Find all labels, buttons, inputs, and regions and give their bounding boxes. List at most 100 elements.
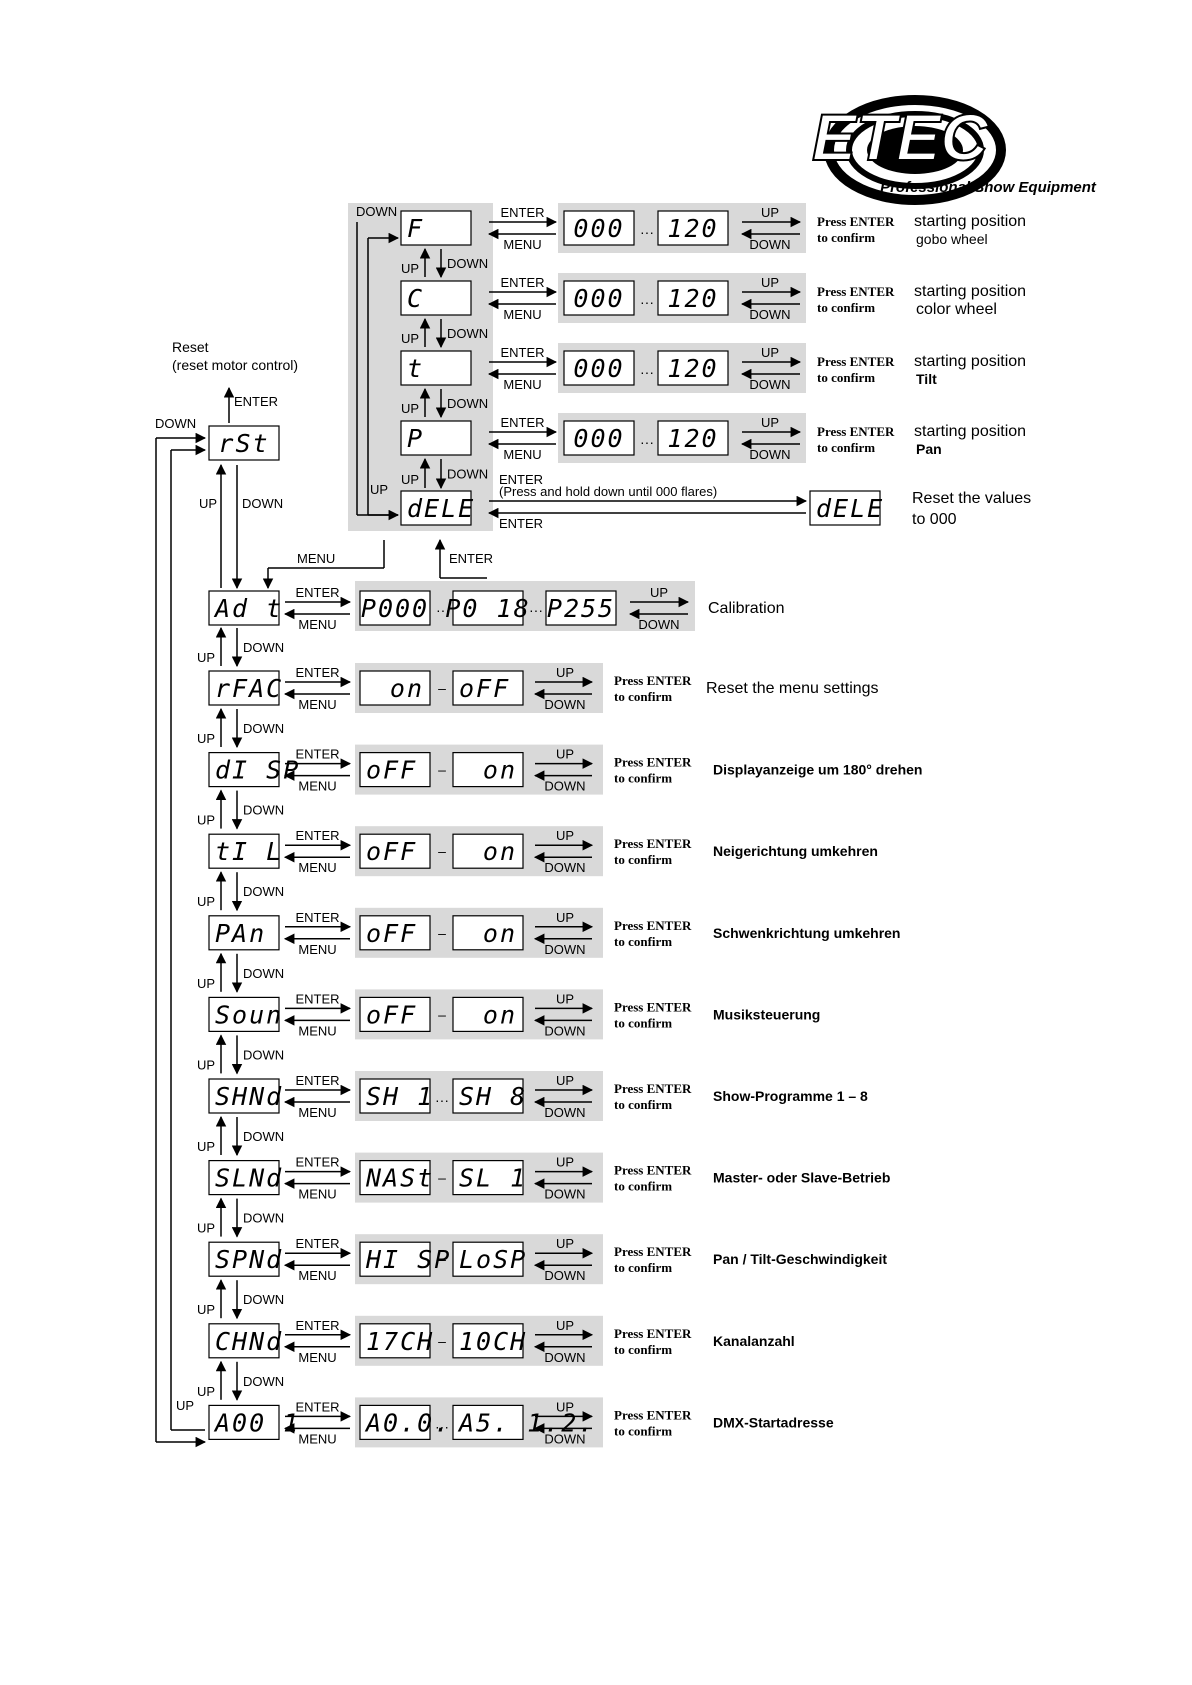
down-label: DOWN — [638, 617, 679, 632]
confirm-line1: Press ENTER — [614, 836, 692, 851]
value-min-text: 000 — [573, 354, 624, 383]
option-separator: – — [438, 1251, 446, 1267]
option-1-text: on — [390, 674, 424, 703]
menu-label: MENU — [298, 779, 336, 794]
up-label: UP — [556, 1073, 574, 1088]
down-label: DOWN — [544, 860, 585, 875]
value-max — [657, 350, 729, 386]
adt-value-2 — [452, 590, 524, 626]
option-separator: – — [438, 1006, 446, 1022]
confirm-line1: Press ENTER — [614, 755, 692, 770]
confirm-line1: Press ENTER — [614, 1163, 692, 1178]
confirm-line1: Press ENTER — [817, 424, 895, 439]
logo-tagline: Professional Show Equipment — [880, 179, 1097, 196]
option-2-text: on — [483, 1000, 517, 1029]
up-label: UP — [556, 665, 574, 680]
value-min — [563, 420, 635, 456]
value-max-text: 120 — [667, 284, 718, 313]
menu-updown-up-label: UP — [197, 1302, 215, 1317]
confirm-line2: to confirm — [614, 852, 672, 867]
menu-description: Neigerichtung umkehren — [713, 843, 878, 859]
menu-description: Schwenkrichtung umkehren — [713, 925, 900, 941]
value-max — [657, 210, 729, 246]
menu-label: MENU — [298, 1431, 336, 1446]
down-label: DOWN — [749, 447, 790, 462]
menu-label: MENU — [298, 1187, 336, 1202]
enter-label: ENTER — [295, 665, 339, 680]
description-line2: gobo wheel — [916, 231, 988, 247]
option-1 — [359, 1078, 431, 1114]
confirm-line2: to confirm — [817, 370, 875, 385]
option-2-text: on — [483, 919, 517, 948]
value-max — [657, 280, 729, 316]
up-label: UP — [761, 415, 779, 430]
menu-updown-down-label: DOWN — [243, 721, 284, 736]
rst-display-text: rSt — [218, 429, 269, 458]
option-1 — [359, 751, 431, 788]
confirm-line2: to confirm — [614, 1097, 672, 1112]
menu-updown-up-label: UP — [197, 1384, 215, 1399]
menu-display-text: SHNd — [215, 1082, 283, 1111]
up-label: UP — [761, 275, 779, 290]
menu-display-text: A00 1 — [213, 1408, 300, 1437]
enter-label: ENTER — [500, 415, 544, 430]
menu-display — [208, 1241, 280, 1277]
adt-value-1-text: P000 — [361, 594, 429, 623]
option-1-text: HI SP — [365, 1245, 451, 1274]
option-separator: – — [438, 843, 446, 859]
menu-updown-up-label: UP — [197, 731, 215, 746]
down-label: DOWN — [749, 237, 790, 252]
option-1 — [359, 833, 431, 869]
submenu-display — [400, 420, 472, 456]
menu-description: Reset the menu settings — [706, 680, 879, 697]
value-min — [563, 210, 635, 246]
down-label: DOWN — [544, 1187, 585, 1202]
submenu-display-text: C — [407, 284, 424, 313]
adt-updown-up-label: UP — [197, 650, 215, 665]
submenu-updown-up-label: UP — [401, 331, 419, 346]
description-line1: starting position — [914, 353, 1026, 370]
confirm-line1: Press ENTER — [817, 284, 895, 299]
adt-ellipsis-1: ··· — [436, 602, 450, 618]
option-2-text: LoSP — [459, 1245, 527, 1274]
value-ellipsis: ··· — [640, 434, 654, 450]
menu-description: Kanalanzahl — [713, 1333, 795, 1349]
menu-label: MENU — [298, 1105, 336, 1120]
menu-display-text: SLNd — [215, 1164, 283, 1193]
enter-label: ENTER — [295, 1236, 339, 1251]
option-2-text: oFF — [459, 674, 510, 703]
value-max — [657, 420, 729, 456]
value-ellipsis: ··· — [640, 364, 654, 380]
submenu-updown-down-label: DOWN — [447, 326, 488, 341]
confirm-line2: to confirm — [614, 1179, 672, 1194]
submenu-updown-up-label: UP — [401, 401, 419, 416]
description-line1: starting position — [914, 423, 1026, 440]
adt-menu-label: MENU — [297, 551, 335, 566]
menu-display — [208, 1159, 280, 1196]
submenu-display — [400, 350, 472, 386]
confirm-line1: Press ENTER — [614, 1326, 692, 1341]
option-2 — [452, 1159, 524, 1196]
option-1 — [359, 1323, 431, 1359]
menu-display-text: PAn — [215, 919, 266, 948]
submenu-display — [400, 280, 472, 316]
rst-down-label: DOWN — [155, 416, 196, 431]
dele-result-display — [809, 490, 881, 526]
menu-display-text: Soun — [215, 1000, 283, 1029]
value-min — [563, 280, 635, 316]
confirm-line1: Press ENTER — [614, 1081, 692, 1096]
menu-updown-up-label: UP — [197, 894, 215, 909]
reset-subtitle: (reset motor control) — [172, 357, 298, 373]
enter-label: ENTER — [295, 747, 339, 762]
menu-display — [208, 1078, 280, 1114]
up-label: UP — [556, 828, 574, 843]
submenu-display-text: t — [407, 354, 424, 383]
up-label: UP — [761, 345, 779, 360]
description-line2: color wheel — [916, 301, 997, 318]
